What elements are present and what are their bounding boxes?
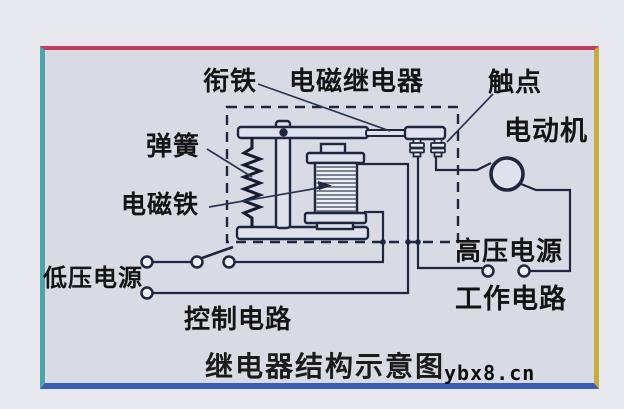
contact-rivet-part [433,151,443,158]
hv-terminal-right [517,264,531,278]
high-voltage-supply-label: 高压电源 [455,236,564,266]
junction-dot [415,239,421,245]
spring-label: 弹簧 [146,131,201,161]
contact-rivet-part [412,151,422,158]
coil-bottom-flange [303,211,368,225]
relay-label: 电磁继电器 [289,66,425,96]
switch-post-left [190,255,204,269]
coil-winding-lines [316,166,357,212]
wire-right-contact-to-motor [434,156,492,172]
spring-zigzag [239,138,265,228]
terminals-and-switch [140,255,531,300]
low-voltage-supply-label: 低压电源 [43,265,143,292]
wire-lv-bottom-to-coil-top [153,162,410,295]
contact-leader-line [446,93,494,143]
control-circuit-label: 控制电路 [184,304,293,334]
motor-circle [489,156,525,192]
working-circuit-wires [416,156,572,273]
junction-dot [380,239,386,245]
electromagnet-leader-line [208,185,331,208]
coil-foot [315,221,355,231]
lv-terminal-top [140,255,154,269]
switch-lever [201,245,234,260]
relay-dashed-box [225,105,460,244]
motor-label: 电动机 [504,116,588,146]
spring-leader-line [206,148,253,178]
armature-leader-line [257,83,391,132]
contact-bar [403,125,447,141]
wire-left-contact-to-hv [416,156,482,270]
contact-rivet-part [430,142,446,149]
wire-motor-to-hv [520,182,572,273]
contacts-label: 触点 [488,67,543,97]
wire-switch-to-coil-bottom [235,210,385,264]
contact-rivets [409,138,446,158]
support-post [274,119,292,230]
contact-rivet-part [409,142,425,149]
control-circuit-wires [153,162,410,295]
diagram-title: 继电器结构示意图 [205,351,446,382]
working-circuit-label: 工作电路 [455,284,567,314]
leader-lines [206,83,494,208]
watermark-text: ybx8.cn [444,361,536,385]
electromagnet-leader-arrowhead [318,181,332,190]
armature-bar [236,125,370,140]
wire-junction-dots [380,239,421,245]
armature-label: 衔铁 [203,66,258,96]
electromagnet-label: 电磁铁 [121,191,200,219]
pivot-dot [279,128,288,137]
coil-top-flange [305,151,366,165]
junction-dot [405,239,411,245]
switch-post-right [222,255,236,269]
hv-terminal-left [481,264,495,278]
lv-terminal-bottom [140,286,154,300]
armature-link [365,129,408,137]
